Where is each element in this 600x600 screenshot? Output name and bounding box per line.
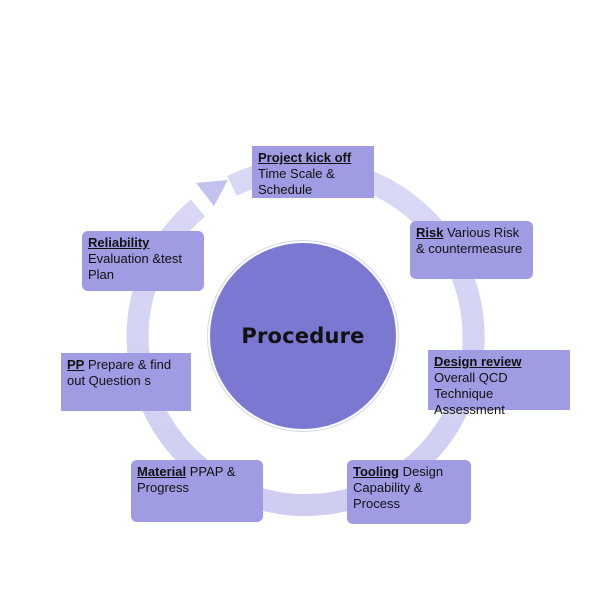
step-text: Design Capability & Process [353,464,444,511]
step-reliability: Reliability Evaluation &test Plan [82,231,204,291]
step-title: Design review [434,354,522,369]
step-title: PP [67,357,85,372]
procedure-label: Procedure [241,324,365,348]
step-text: Time Scale & Schedule [258,166,335,197]
step-text: Prepare & find out Question s [67,357,172,388]
step-project-kickoff: Project kick off Time Scale & Schedule [252,146,374,198]
step-text: Overall QCD Technique Assessment [434,370,508,417]
step-title: Material [137,464,187,479]
step-title: Tooling [353,464,399,479]
procedure-circle: Procedure [208,241,398,431]
step-title: Risk [416,225,444,240]
step-text: Various Risk & countermeasure [416,225,523,256]
step-tooling: Tooling Design Capability & Process [347,460,471,524]
step-design-review: Design review Overall QCD Technique Asse… [428,350,570,417]
step-risk: Risk Various Risk & countermeasure [410,221,533,279]
step-material: Material PPAP & Progress [131,460,263,522]
step-title: Project kick off [258,150,352,165]
cycle-arrow-head [196,180,228,206]
step-text: PPAP & Progress [137,464,236,495]
step-title: Reliability [88,235,150,250]
step-text: Evaluation &test Plan [88,251,182,282]
step-pp: PP Prepare & find out Question s [61,353,191,411]
